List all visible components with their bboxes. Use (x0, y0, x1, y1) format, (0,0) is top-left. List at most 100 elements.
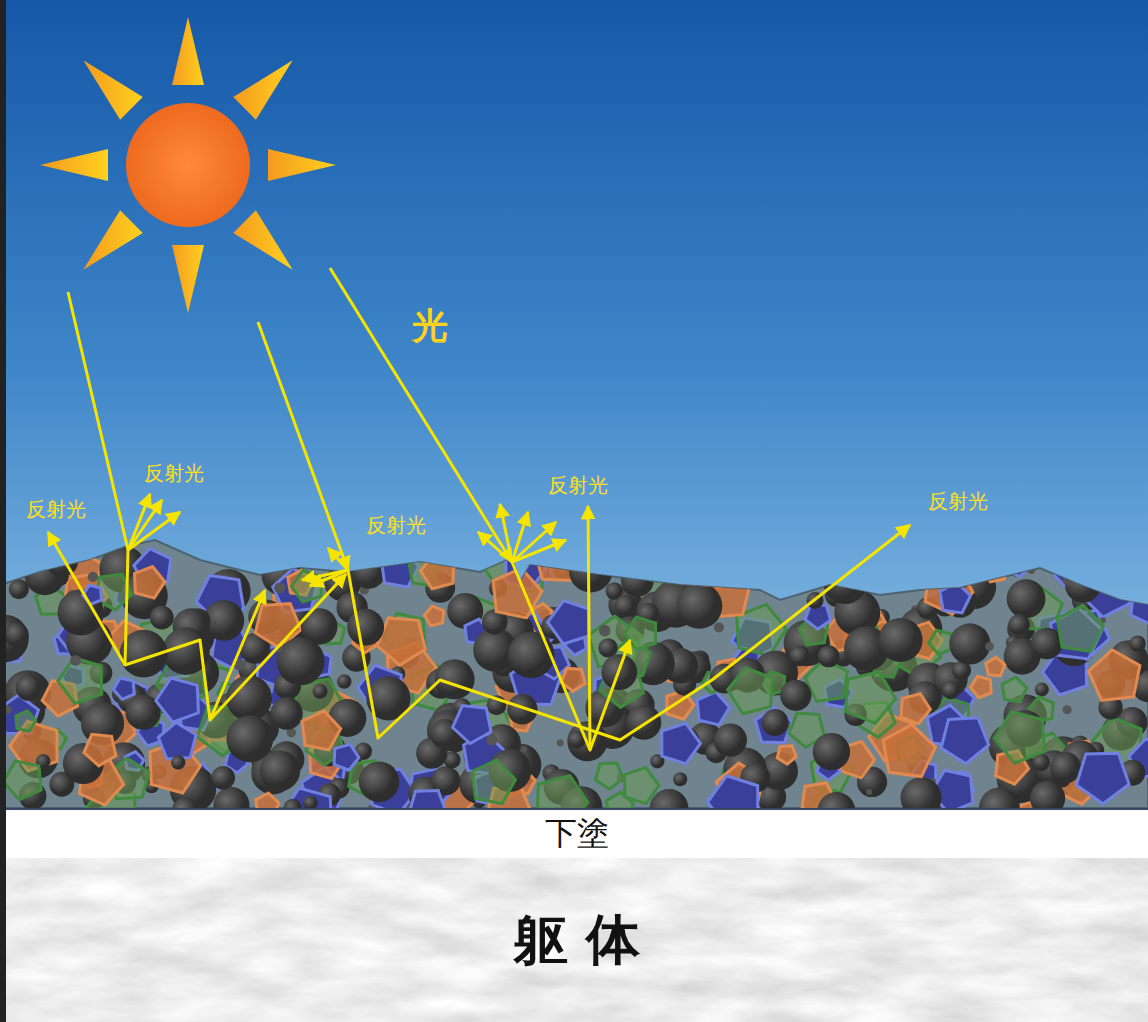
grain (609, 562, 620, 573)
light-label: 光 (412, 306, 448, 346)
light-ray (512, 522, 556, 562)
grain (1062, 705, 1071, 714)
light-rays (48, 268, 910, 750)
stone (813, 733, 850, 770)
grain (521, 746, 527, 752)
light-ray (210, 574, 346, 720)
pigment-chip (472, 760, 515, 804)
light-ray (330, 268, 512, 562)
stone (1008, 614, 1029, 635)
stone (1129, 635, 1145, 651)
stone (846, 559, 880, 593)
stone (150, 606, 174, 630)
grain (70, 655, 81, 666)
pigment-chip (1002, 677, 1027, 702)
reflection-label: 反射光 (144, 462, 204, 484)
light-ray (512, 540, 566, 562)
light-ray (258, 322, 348, 570)
pigment-chip (941, 718, 989, 764)
stone (932, 553, 972, 593)
stone (277, 637, 325, 685)
pigment-chip (424, 606, 443, 626)
sun-ray (233, 210, 292, 269)
light-ray (500, 504, 512, 562)
grain (698, 577, 706, 585)
pigment-chip (777, 746, 796, 764)
stone (260, 751, 300, 791)
stone (508, 632, 555, 679)
stone (507, 694, 537, 724)
stone (347, 609, 384, 646)
grain (985, 642, 994, 651)
stone (676, 583, 722, 629)
pigment-chip (421, 554, 454, 589)
pigment-chip (135, 567, 165, 599)
sun-ray (172, 17, 204, 85)
pigment-chip (755, 707, 792, 742)
pigment-chip (58, 658, 102, 704)
light-ray (128, 512, 180, 550)
grain (714, 622, 724, 632)
pigment-chip (984, 559, 1007, 582)
sun (40, 17, 336, 313)
reflection-label: 反射光 (26, 498, 86, 520)
band-label: 躯 体 (514, 910, 641, 969)
pigment-chip (846, 672, 896, 724)
stone (270, 697, 302, 729)
pigment-chip (334, 744, 359, 770)
grain (486, 734, 497, 745)
pigment-chip (893, 544, 937, 589)
pigment-chip (697, 692, 729, 725)
pigment-chip (453, 706, 492, 744)
grain (866, 789, 872, 795)
pigment-chip (725, 553, 746, 574)
pigment-chip (158, 722, 196, 759)
pigment-chip (662, 723, 701, 764)
stone (673, 772, 687, 786)
grain (274, 582, 285, 593)
pigment-chip (1005, 549, 1033, 577)
stone (16, 674, 42, 700)
pigment-chip (3, 761, 41, 800)
stone (1035, 683, 1049, 697)
stone (714, 724, 747, 757)
pigment-chip (1057, 605, 1103, 651)
stone (337, 674, 352, 689)
pigment-chip (728, 668, 773, 714)
reflection-label: 反射光 (928, 490, 988, 512)
stone (226, 715, 273, 762)
substrate-texture (0, 858, 1148, 1022)
light-ray (588, 506, 590, 750)
sun-ray (83, 210, 142, 269)
pigment-chip (16, 711, 36, 731)
stone (1007, 579, 1046, 618)
sun-ray (172, 245, 204, 313)
light-ray (128, 500, 162, 550)
stone (780, 680, 811, 711)
reflection-label: 反射光 (548, 474, 608, 496)
stone (313, 684, 328, 699)
stone (942, 681, 960, 699)
light-ray (68, 292, 265, 720)
stone (596, 550, 622, 576)
stone (621, 564, 654, 597)
sun-disc (126, 103, 250, 227)
stone (598, 638, 617, 657)
stone (1117, 550, 1139, 572)
light-ray (310, 570, 348, 586)
stone (783, 551, 821, 589)
reflection-label: 反射光 (366, 514, 426, 536)
grain (966, 562, 972, 568)
grain (557, 740, 564, 747)
stone (359, 761, 400, 802)
stone (211, 766, 235, 790)
grain (776, 570, 787, 581)
pigment-chip (901, 694, 930, 724)
grain (1028, 566, 1036, 574)
pigment-chip (994, 712, 1044, 764)
grain (785, 560, 796, 571)
substrate-band: 躯 体 (6, 858, 1148, 1022)
grain (599, 625, 611, 637)
pigment-chip (940, 582, 971, 613)
stone (762, 709, 789, 736)
